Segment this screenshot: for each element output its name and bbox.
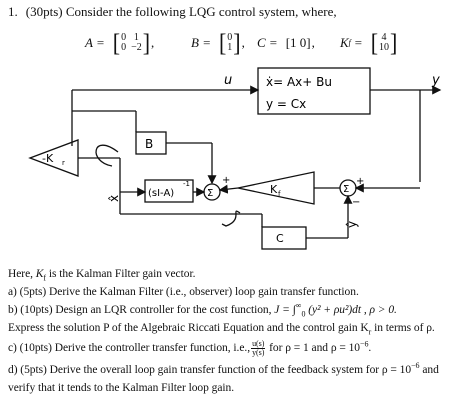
u-label: u [224,73,232,88]
question-number: 1. [8,4,18,19]
neg-Kr-subscript: r [62,159,65,167]
C-block [261,226,307,250]
plus-sign-2: + [356,176,364,187]
integrator-exponent: -1 [183,180,190,188]
Kf-label: K [270,183,278,196]
neg-Kr-gain-block [28,139,79,177]
neg-Kr-label: -K [42,152,54,165]
part-b-line2: Express the solution P of the Algebraic … [8,322,435,337]
part-c: c) (10pts) Derive the controller transfe… [8,339,372,357]
plus-sign-1: + [222,175,230,186]
matrix-A: A = [ 0 1 0 −2 ], [85,28,155,57]
loop-break-arrow-left [95,144,119,167]
matrix-A-grid: 0 1 0 −2 [121,32,142,53]
plant-eq-output: y = Cx [266,97,306,111]
matrix-B-grid: 0 1 [227,32,233,53]
matrix-Kf-grid: 4 10 [379,32,390,53]
part-b: b) (10pts) Design an LQR controller for … [8,301,397,319]
y-label: y [431,73,440,88]
matrix-B: B = [ 0 1 ], [191,28,245,57]
yhat-label: ŷ [345,221,359,228]
xhat-label: x̂ [107,195,121,202]
sum-symbol-1: Σ [207,188,213,199]
plant-eq-state: ẋ= Ax+ Bu [266,75,332,89]
C-block-label: C [276,232,284,245]
part-a: a) (5pts) Derive the Kalman Filter (i.e.… [8,286,359,298]
matrix-C: C = [1 0], [257,35,315,50]
kf-note: Here, Kf is the Kalman Filter gain vecto… [8,268,196,283]
matrix-definitions: A = [ 0 1 0 −2 ], B = [ 0 1 ], C = [1 0]… [85,30,465,56]
question-intro: (30pts) Consider the following LQG contr… [25,4,337,19]
B-block-label: B [145,137,153,151]
sum-symbol-2: Σ [343,184,349,195]
question-header: 1. (30pts) Consider the following LQG con… [8,4,337,20]
Kf-subscript: f [278,190,281,198]
part-d-line2: verify that it tends to the Kalman Filte… [8,382,235,394]
minus-sign-2: − [352,197,360,208]
loop-break-arrow-right [221,210,241,227]
integrator-label: (sI-A) [148,188,174,199]
integrator-block [144,179,194,203]
part-d: d) (5pts) Derive the overall loop gain t… [8,361,439,376]
